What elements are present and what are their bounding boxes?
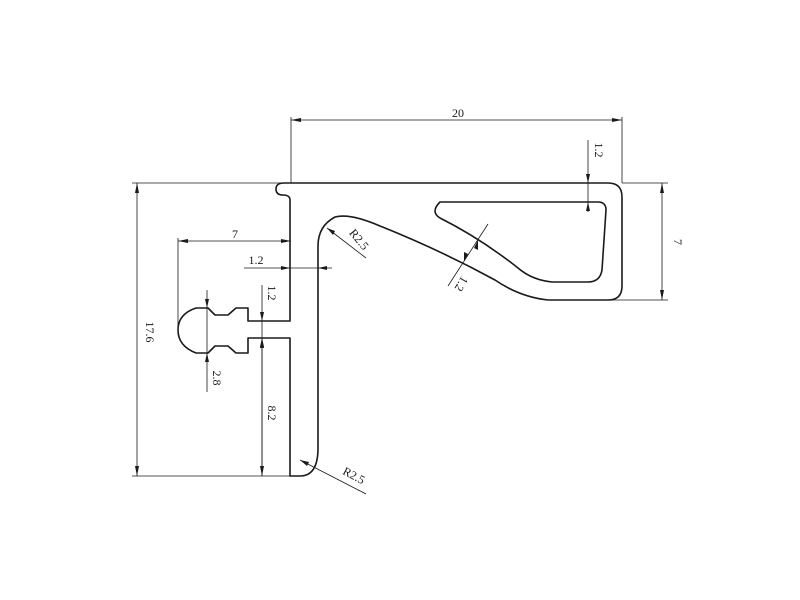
dim-wall-side-label: 1.2	[249, 253, 264, 267]
dim-barb-height: 2.8	[205, 290, 224, 392]
dim-stem-thickness-label: 1.2	[265, 286, 279, 301]
dim-lip-height-label: 7	[671, 239, 685, 245]
dim-wall-side: 1.2	[244, 253, 332, 270]
dim-radius-inner-label: R2.5	[346, 226, 372, 253]
dim-overall-height: 17.6	[132, 182, 300, 477]
dim-barb-reach: 7	[177, 227, 291, 330]
dim-lip-height: 7	[600, 182, 685, 301]
dim-radius-bottom-label: R2.5	[340, 464, 367, 487]
dim-overall-width-label: 20	[452, 106, 464, 120]
dim-radius-bottom: R2.5	[299, 459, 367, 495]
dim-wall-top-label: 1.2	[592, 143, 606, 158]
dim-stem-thickness: 1.2	[260, 285, 279, 476]
dim-wall-top: 1.2	[586, 140, 606, 212]
lip-slot-outline	[434, 201, 607, 283]
dim-wall-slope-label: 1.2	[452, 274, 472, 294]
dim-radius-inner: R2.5	[326, 226, 372, 259]
dim-overall-width: 20	[290, 106, 623, 183]
profile-outline	[177, 182, 623, 477]
dim-lower-leg-label: 8.2	[265, 406, 279, 421]
dim-barb-reach-label: 7	[232, 227, 238, 241]
dim-barb-height-label: 2.8	[210, 371, 224, 386]
dim-lower-leg: 8.2	[260, 338, 279, 476]
dim-wall-slope: 1.2	[447, 223, 489, 294]
dim-overall-height-label: 17.6	[143, 322, 157, 343]
